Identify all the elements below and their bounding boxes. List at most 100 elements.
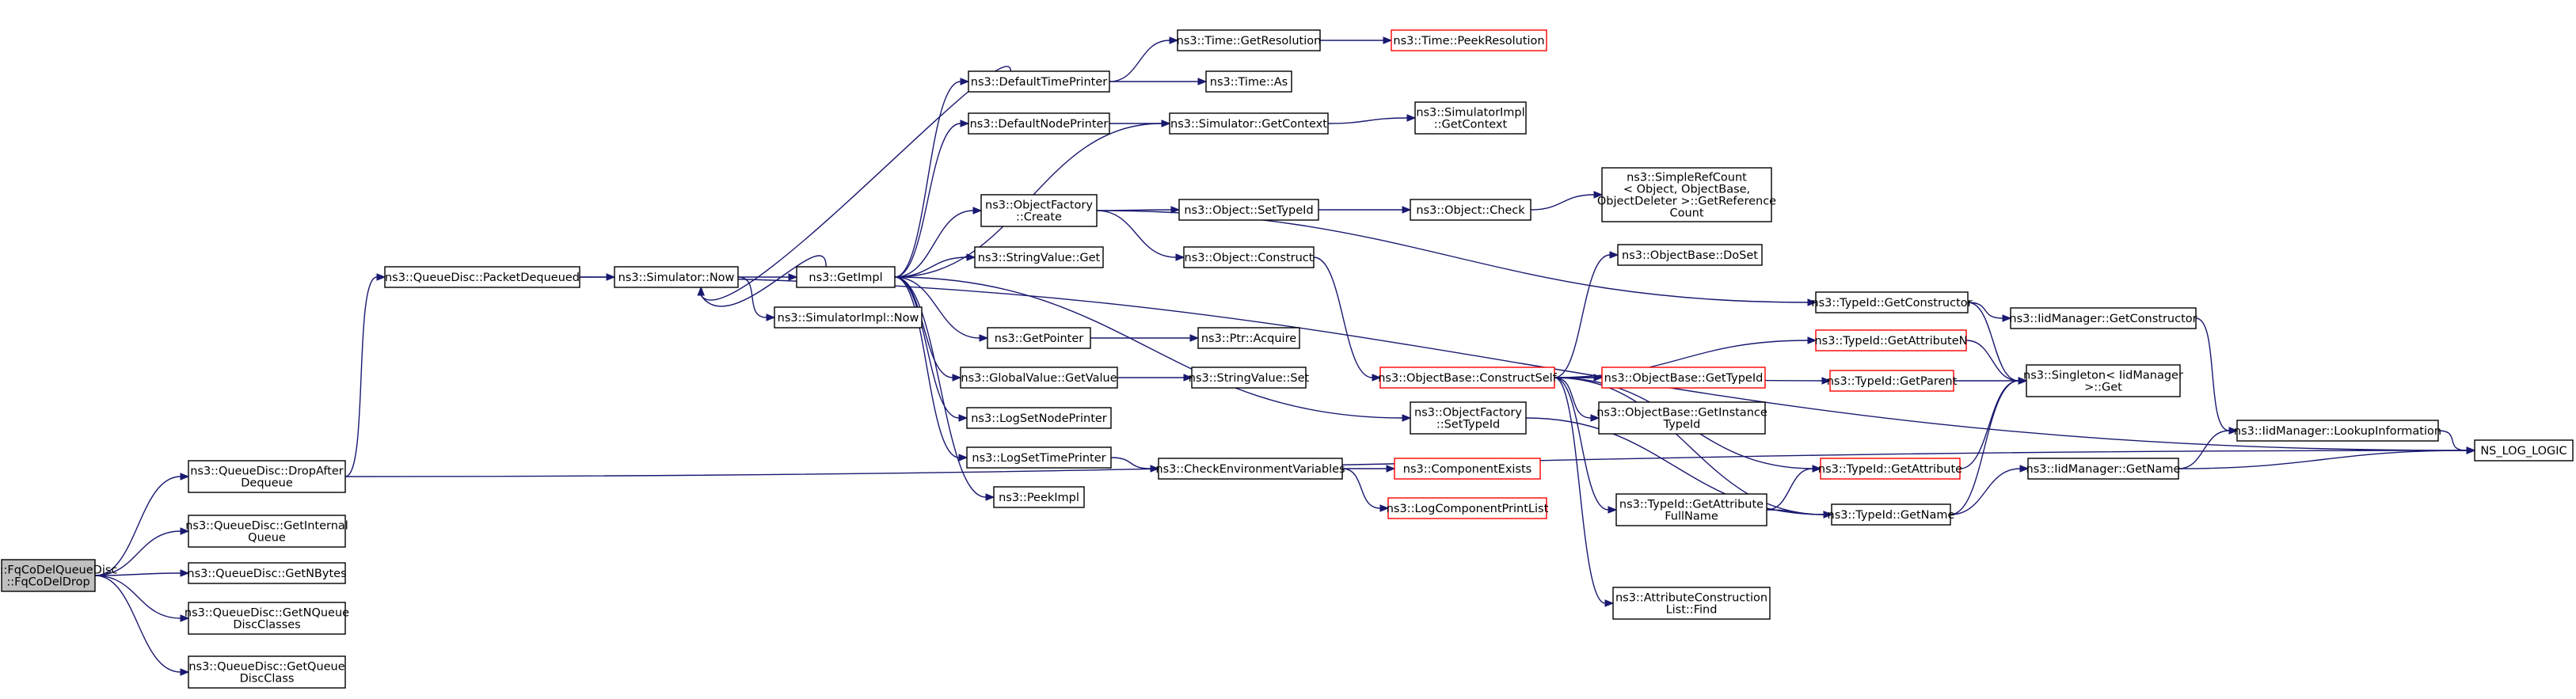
node-label: ns3::TypeId::GetAttributeN <box>1814 335 1967 348</box>
node-label: ns3::TypeId::GetAttribute <box>1619 499 1764 511</box>
node-label: ns3::ObjectBase::GetInstance <box>1596 407 1767 420</box>
edge-checkenv-to-compexists <box>1342 465 1396 473</box>
node-objbasegettypeid[interactable]: ns3::ObjectBase::GetTypeId <box>1601 367 1766 389</box>
edge-getimpl-to-deftime <box>894 78 970 278</box>
edge-root-to-getqueuedisc <box>94 575 190 676</box>
node-typeidgetattrn[interactable]: ns3::TypeId::GetAttributeN <box>1814 329 1968 351</box>
node-label: ns3::TypeId::GetName <box>1828 509 1955 522</box>
node-getimpl[interactable]: ns3::GetImpl <box>796 266 896 288</box>
node-typeidgetctor[interactable]: ns3::TypeId::GetConstructor <box>1811 291 1973 313</box>
node-label: ns3::Object::Check <box>1416 204 1525 217</box>
edge-globalget-to-strset <box>1117 374 1193 382</box>
node-timepeekres[interactable]: ns3::Time::PeekResolution <box>1391 29 1547 51</box>
node-label: ns3::TypeId::GetAttribute <box>1818 463 1962 476</box>
node-simgetctx[interactable]: ns3::Simulator::GetContext <box>1169 112 1329 135</box>
node-singletonget[interactable]: ns3::Singleton< IidManager >::Get <box>2023 364 2183 397</box>
node-label: ::GetContext <box>1434 119 1508 131</box>
node-objsettypeid[interactable]: ns3::Object::SetTypeId <box>1178 199 1319 221</box>
node-strset[interactable]: ns3::StringValue::Set <box>1189 367 1310 389</box>
edge-logsettime-to-checkenv <box>1110 457 1160 473</box>
node-timeas[interactable]: ns3::Time::As <box>1205 70 1292 93</box>
node-deftime[interactable]: ns3::DefaultTimePrinter <box>968 70 1110 93</box>
node-logcompprint[interactable]: ns3::LogComponentPrintList <box>1387 497 1549 519</box>
node-label: ns3::Singleton< IidManager <box>2023 370 2183 382</box>
edge-getimpl-to-objfactcreate <box>894 207 983 278</box>
edge-deftime-to-timeas <box>1109 78 1208 85</box>
edge-typeidgetattrfull-to-typeidgetattr <box>1766 465 1822 511</box>
node-timegetres[interactable]: ns3::Time::GetResolution <box>1177 29 1322 51</box>
node-checkenv[interactable]: ns3::CheckEnvironmentVariables <box>1155 458 1345 480</box>
node-simimplctx[interactable]: ns3::SimulatorImpl::GetContext <box>1414 101 1527 135</box>
node-label: ns3::TypeId::GetConstructor <box>1811 297 1972 310</box>
node-ptracquire[interactable]: ns3::Ptr::Acquire <box>1197 327 1300 349</box>
node-objcheck[interactable]: ns3::Object::Check <box>1410 199 1532 221</box>
edge-getimpl-to-defnode <box>894 120 970 278</box>
node-globalget[interactable]: ns3::GlobalValue::GetValue <box>960 367 1118 389</box>
node-defnode[interactable]: ns3::DefaultNodePrinter <box>968 112 1110 135</box>
edge-root-to-getnqueue <box>94 575 190 622</box>
edge-deftime-to-timegetres <box>1109 36 1179 82</box>
edge-simnow-to-simimplnow <box>737 276 776 321</box>
node-label: DiscClass <box>240 673 295 686</box>
node-label: ns3::QueueDisc::GetNBytes <box>187 568 346 580</box>
node-label: ns3::AttributeConstruction <box>1615 592 1767 605</box>
edge-getimpl-to-logsetnode <box>894 276 968 422</box>
node-iidgetctor[interactable]: ns3::IidManager::GetConstructor <box>2009 307 2197 329</box>
node-logsetnode[interactable]: ns3::LogSetNodePrinter <box>966 407 1112 429</box>
node-simimplnow[interactable]: ns3::SimulatorImpl::Now <box>774 306 923 329</box>
node-label: ns3::TypeId::GetParent <box>1827 375 1958 388</box>
edge-iidgetname-to-iidlookup <box>2178 427 2239 469</box>
node-simplerefcount[interactable]: ns3::SimpleRefCount< Object, ObjectBase,… <box>1597 167 1776 222</box>
node-strget[interactable]: ns3::StringValue::Get <box>974 246 1104 268</box>
edge-constructself-to-attrconstrfind <box>1554 377 1615 607</box>
edge-objconstruct-to-constructself <box>1313 256 1382 382</box>
edge-objcheck-to-simplerefcount <box>1530 191 1604 211</box>
node-label: FullName <box>1665 511 1718 523</box>
node-label: ns3::Object::SetTypeId <box>1184 204 1313 217</box>
node-typeidgetname[interactable]: ns3::TypeId::GetName <box>1828 503 1955 526</box>
node-label: ns3::Object::Construct <box>1185 252 1314 264</box>
function-nodes: ns3::FqCoDelQueueDisc::FqCoDelDropns3::Q… <box>0 29 2574 689</box>
node-label: < Object, ObjectBase, <box>1623 184 1750 196</box>
node-label: Count <box>1669 207 1703 220</box>
edge-root-to-dropafter <box>94 473 190 576</box>
node-simnow[interactable]: ns3::Simulator::Now <box>614 266 739 288</box>
node-iidlookup[interactable]: ns3::IidManager::LookupInformation <box>2234 420 2441 442</box>
node-objfactcreate[interactable]: ns3::ObjectFactory::Create <box>980 194 1098 227</box>
node-peekimpl[interactable]: ns3::PeekImpl <box>993 486 1085 508</box>
node-label: ns3::Simulator::GetContext <box>1170 118 1327 131</box>
node-packetdeq[interactable]: ns3::QueueDisc::PacketDequeued <box>384 266 580 288</box>
node-constructself[interactable]: ns3::ObjectBase::ConstructSelf <box>1378 367 1558 389</box>
node-label: ns3::IidManager::LookupInformation <box>2234 425 2441 438</box>
node-typeidgetparent[interactable]: ns3::TypeId::GetParent <box>1827 370 1958 392</box>
node-getpointer[interactable]: ns3::GetPointer <box>987 327 1091 349</box>
node-objconstruct[interactable]: ns3::Object::Construct <box>1183 246 1315 268</box>
node-logsettime[interactable]: ns3::LogSetTimePrinter <box>966 446 1112 469</box>
node-objbasedoset[interactable]: ns3::ObjectBase::DoSet <box>1617 244 1763 266</box>
edge-getpointer-to-ptracquire <box>1090 334 1200 342</box>
node-getnbytes[interactable]: ns3::QueueDisc::GetNBytes <box>187 562 347 584</box>
edge-checkenv-to-logcompprint <box>1341 468 1390 512</box>
node-objfactsettypeid[interactable]: ns3::ObjectFactory::SetTypeId <box>1410 401 1527 435</box>
node-typeidgetattr[interactable]: ns3::TypeId::GetAttribute <box>1818 458 1962 480</box>
node-label: ns3::ObjectBase::ConstructSelf <box>1378 372 1557 385</box>
node-label: ns3::QueueDisc::GetQueue <box>188 661 344 674</box>
node-label: ns3::StringValue::Set <box>1189 372 1310 385</box>
edge-timegetres-to-timepeekres <box>1320 36 1393 44</box>
edge-defnode-to-simgetctx <box>1109 120 1171 127</box>
edge-typeidgetctor-to-iidgetctor <box>1967 302 2012 322</box>
node-compexists[interactable]: ns3::ComponentExists <box>1394 458 1541 480</box>
node-nslog[interactable]: NS_LOG_LOGIC <box>2474 439 2574 462</box>
edge-deftime-to-simnow <box>697 66 1012 301</box>
node-iidgetname[interactable]: ns3::IidManager::GetName <box>2026 458 2181 480</box>
node-label: ObjectDeleter >::GetReference <box>1597 196 1776 208</box>
edge-objfactcreate-to-objconstruct <box>1096 210 1185 261</box>
node-label: ns3::StringValue::Get <box>978 252 1101 264</box>
